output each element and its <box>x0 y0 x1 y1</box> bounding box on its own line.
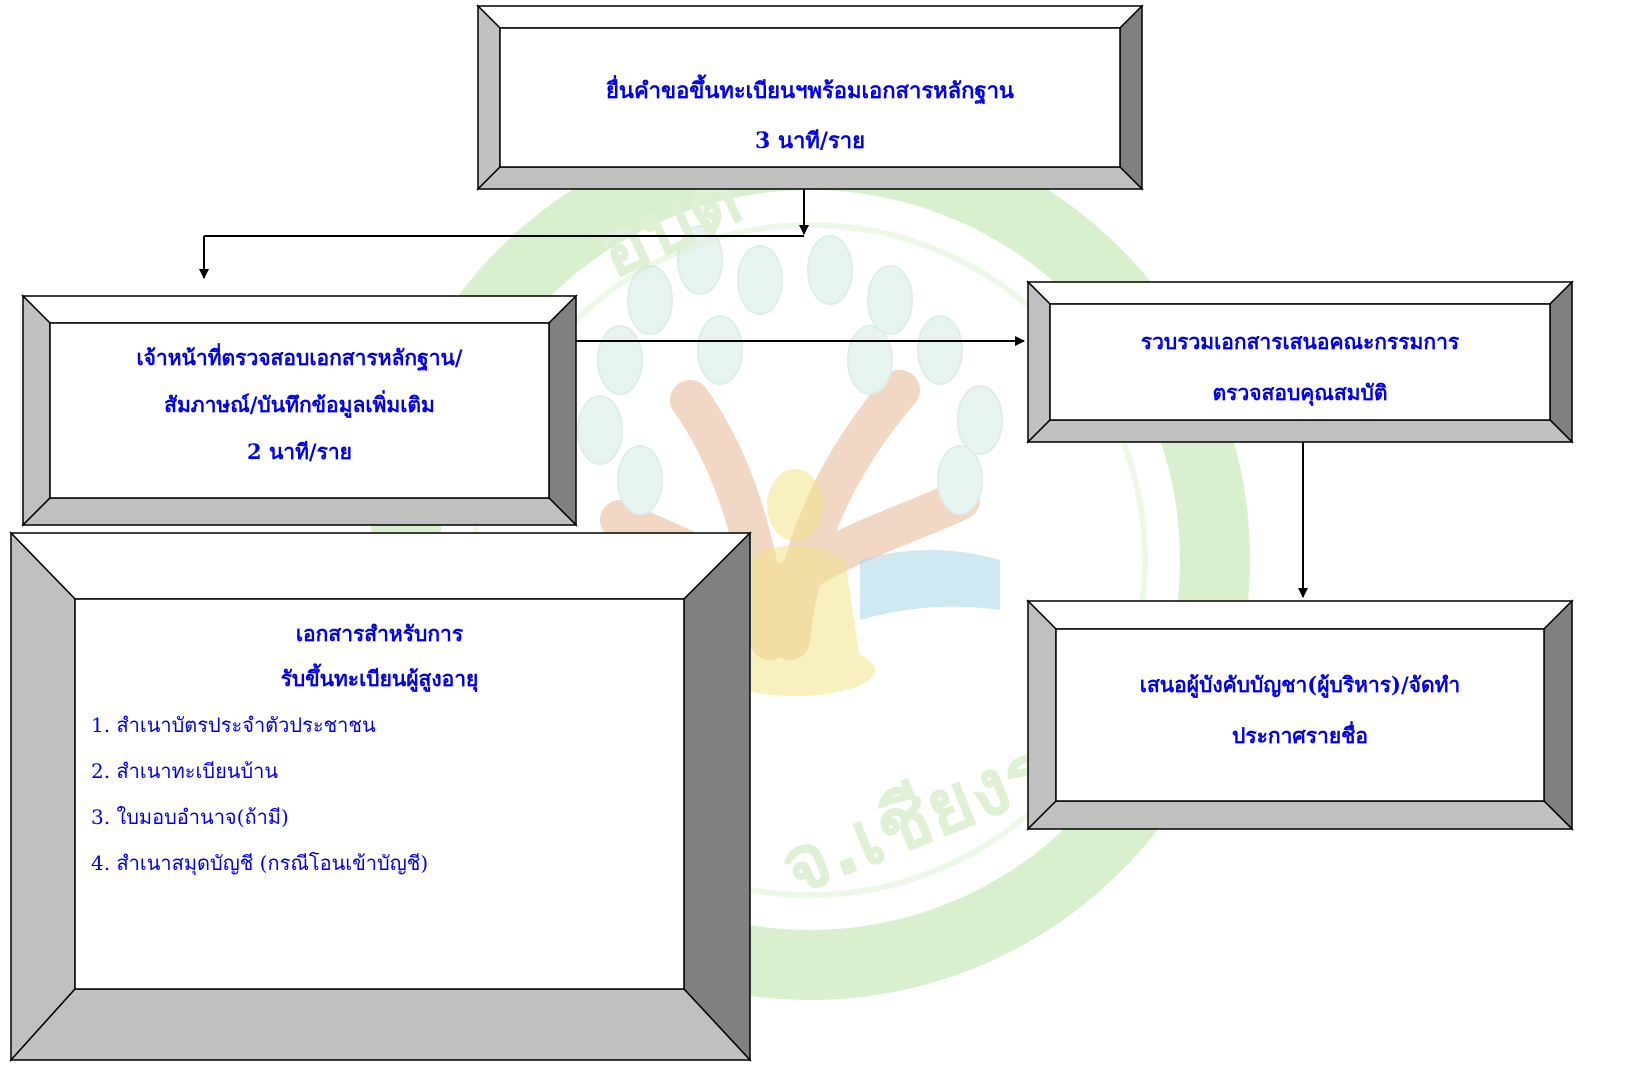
step-submit-request: ยื่นคำขอขึ้นทะเบียนฯพร้อมเอกสารหลักฐาน 3… <box>476 4 1144 191</box>
list-item: 4. สำเนาสมุดบัญชี (กรณีโอนเข้าบัญชี) <box>91 851 429 875</box>
propose-line-1: เสนอผู้บังคับบัญชา(ผู้บริหาร)/จัดทำ <box>1139 672 1461 697</box>
tree-icon <box>577 225 1003 660</box>
check-line-2: สัมภาษณ์/บันทึกข้อมูลเพิ่มเติม <box>164 392 435 417</box>
check-line-1: เจ้าหน้าที่ตรวจสอบเอกสารหลักฐาน/ <box>136 345 463 370</box>
collect-line-1: รวบรวมเอกสารเสนอคณะกรรมการ <box>1140 329 1460 354</box>
documents-heading-1: เอกสารสำหรับการ <box>295 621 464 646</box>
buddha-icon <box>715 469 875 696</box>
check-duration: 2 นาที/ราย <box>247 439 352 464</box>
arrow-branch-left <box>199 235 804 279</box>
propose-line-2: ประกาศรายชื่อ <box>1232 723 1368 748</box>
collect-line-2: ตรวจสอบคุณสมบัติ <box>1212 380 1388 405</box>
documents-heading-2: รับขึ้นทะเบียนผู้สูงอายุ <box>280 666 479 691</box>
documents-list: 1. สำเนาบัตรประจำตัวประชาชน 2. สำเนาทะเบ… <box>75 715 684 873</box>
documents-required-box: เอกสารสำหรับการ รับขึ้นทะเบียนผู้สูงอายุ… <box>9 531 752 1062</box>
submit-title: ยื่นคำขอขึ้นทะเบียนฯพร้อมเอกสารหลักฐาน <box>606 78 1014 104</box>
step-collect-documents: รวบรวมเอกสารเสนอคณะกรรมการ ตรวจสอบคุณสมบ… <box>1026 280 1574 444</box>
list-item: 1. สำเนาบัตรประจำตัวประชาชน <box>91 713 376 737</box>
list-item: 2. สำเนาทะเบียนบ้าน <box>91 759 279 783</box>
list-item: 3. ใบมอบอำนาจ(ถ้ามี) <box>91 805 289 829</box>
step-staff-check: เจ้าหน้าที่ตรวจสอบเอกสารหลักฐาน/ สัมภาษณ… <box>21 294 578 527</box>
step-propose-supervisor: เสนอผู้บังคับบัญชา(ผู้บริหาร)/จัดทำ ประก… <box>1026 599 1574 831</box>
submit-duration: 3 นาที/ราย <box>755 128 865 154</box>
